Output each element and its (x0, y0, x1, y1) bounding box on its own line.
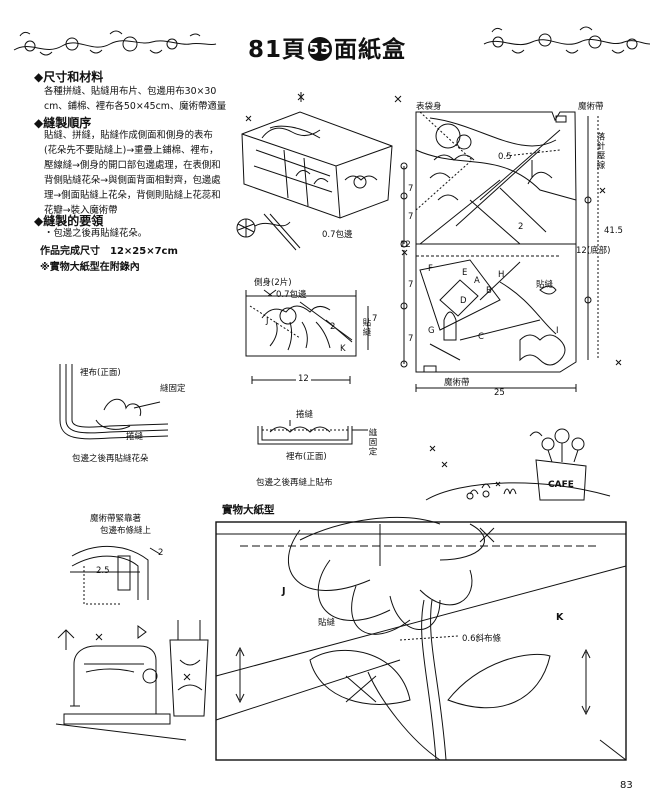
dim-12-bottom: 12(底部) (576, 246, 611, 256)
tip1-diagram (59, 364, 169, 440)
title-suffix: 面紙盒 (334, 37, 407, 63)
sewing-tips-line: ・包邊之後再貼縫花朵。 (44, 228, 148, 239)
size-materials-line: 各種拼縫、貼縫用布片、包邊用布30×30 (44, 86, 217, 97)
pattern-diagram (215, 516, 627, 761)
tip2-diagram (257, 420, 368, 445)
side-panel-title: 側身(2片) (254, 278, 292, 288)
cafe-sign: CAFE (548, 480, 574, 490)
thread-spool-drawing (236, 213, 301, 251)
size-materials-heading: ◆尺寸和材料 (34, 70, 104, 84)
pattern-letter-j: J (282, 586, 286, 597)
side-dim-2: 2 (330, 322, 336, 332)
page-number: 83 (620, 780, 633, 791)
title-number-badge: 55 (308, 37, 333, 61)
letter-h: H (498, 270, 505, 280)
tip1-applique-label: 捲縫 (126, 432, 144, 442)
sewing-order-line: 貼縫、拼縫，貼縫作成側面和側身的表布 (44, 130, 213, 141)
sewing-order-line: 花瓣→裝入魔術帶 (44, 205, 118, 216)
tip3-dim-25: 2.5 (96, 566, 110, 576)
letter-b: B (486, 286, 492, 296)
tip2-stitch-label: 縫固定 (367, 428, 377, 457)
applique-label: 貼縫 (536, 280, 554, 290)
sewing-order-line: 理→側面貼縫上花朵，背側則貼縫上花蕊和 (44, 190, 221, 201)
letter-f: F (428, 264, 433, 274)
surface-label: 表袋身 (416, 102, 442, 112)
velcro-top-label: 魔術帶 (578, 102, 604, 112)
side-applique-label: 貼縫 (361, 318, 371, 337)
tip2-applique-label: 捲縫 (296, 410, 314, 420)
tip3-diagram (70, 545, 161, 605)
side-dim-7: 7 (372, 314, 378, 324)
tip1-lining-label: 裡布(正面) (80, 368, 121, 378)
tip3-line2: 包邊布條縫上 (100, 526, 152, 536)
pattern-note: ※實物大紙型在附錄內 (40, 262, 140, 273)
title-prefix: 81頁 (248, 37, 307, 63)
dim-7d: 7 (408, 334, 414, 344)
side-letter-j: J (266, 316, 269, 326)
dim-2: 2 (518, 222, 524, 232)
sewing-order-line: 壓線縫→側身的開口部包邊處理，在表側和 (44, 160, 221, 171)
dim-7b: 7 (408, 212, 414, 222)
sewing-machine-illustration (55, 620, 209, 741)
pattern-applique-label: 貼縫 (318, 618, 336, 628)
tip1-stitch-label: 縫固定 (160, 384, 186, 394)
velcro-bottom-label: 魔術帶 (444, 378, 470, 388)
letter-c: C (478, 332, 484, 342)
tip2-caption: 包邊之後再縫上貼布 (256, 478, 333, 488)
quilt-label: 落針壓線 (595, 132, 605, 170)
pattern-letter-k: K (556, 612, 564, 623)
tip3-line1: 魔術帶緊靠著 (90, 514, 142, 524)
left-floral-flourish (13, 30, 217, 56)
sewing-order-text: 貼縫、拼縫，貼縫作成側面和側身的表布 (花朵先不要貼縫上)→重疊上鋪棉、裡布， … (44, 128, 221, 218)
dim-7a: 7 (408, 184, 414, 194)
side-dim-12: 12 (296, 374, 311, 384)
tip1-caption: 包邊之後再貼縫花朵 (72, 454, 149, 464)
letter-e: E (462, 268, 468, 278)
side-letter-k: K (340, 344, 346, 354)
sewing-order-line: 背側貼縫花朵→與側面背面相對齊，包邊處 (44, 175, 221, 186)
letter-d: D (460, 296, 467, 306)
sewing-order-line: (花朵先不要貼縫上)→重疊上鋪棉、裡布， (44, 145, 219, 156)
finished-size: 作品完成尺寸 12×25×7cm (40, 246, 178, 257)
size-materials-line: cm、鋪棉、裡布各50×45cm、魔術帶適量 (44, 101, 227, 112)
dim-05: 0.5 (498, 152, 512, 162)
side-panel-diagram (245, 289, 369, 384)
letter-g: G (428, 326, 435, 336)
side-binding-label: 0.7包邊 (276, 290, 307, 300)
sparkle-decorations (245, 92, 622, 487)
tip2-lining-label: 裡布(正面) (286, 452, 327, 462)
main-panel-diagram (400, 111, 599, 392)
tissue-box-drawing (241, 111, 393, 219)
pattern-bias-label: 0.6斜布條 (462, 634, 502, 644)
tip3-dim-2: 2 (158, 548, 164, 558)
letter-i: I (556, 326, 559, 336)
box-binding-label: 0.7包邊 (322, 230, 353, 240)
dim-25: 25 (494, 388, 505, 398)
right-floral-flourish (483, 26, 651, 54)
letter-a: A (474, 276, 480, 286)
dim-7c: 7 (408, 280, 414, 290)
sewing-tips-heading: ◆縫製的要領 (34, 214, 104, 228)
cafe-illustration (425, 428, 611, 501)
sewing-order-heading: ◆縫製順序 (34, 116, 92, 130)
pattern-title: 實物大紙型 (222, 504, 275, 516)
dim-415: 41.5 (604, 226, 623, 236)
dim-12: 12 (400, 240, 411, 250)
size-materials-text: 各種拼縫、貼縫用布片、包邊用布30×30 cm、鋪棉、裡布各50×45cm、魔術… (44, 84, 226, 114)
